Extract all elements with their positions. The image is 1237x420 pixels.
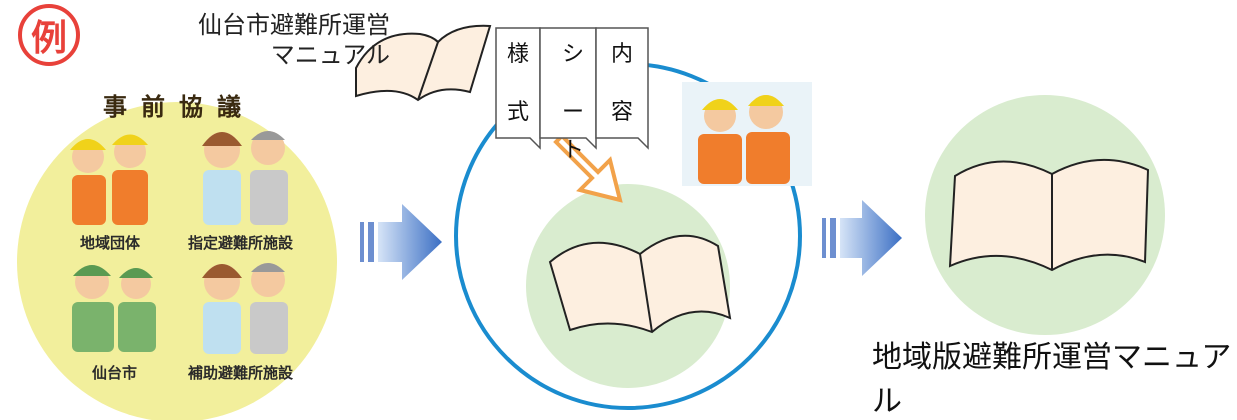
regional-manual-label: 地域版避難所運営マニュアル [872,340,1232,419]
sendai-manual-label: 仙台市避難所運営 マニュアル [120,10,390,70]
arrow-to-result [822,200,902,276]
group-label-designated-facility: 指定避難所施設 [188,234,294,252]
process-book-icon [548,234,732,334]
group-label-city: 仙台市 [92,364,138,382]
example-badge: 例 [18,4,80,66]
group-community-illustration [70,134,148,225]
group-label-auxiliary-facility: 補助避難所施設 [188,364,294,382]
sendai-manual-book-icon [355,24,492,102]
sheet-sheet: シ ート [561,42,584,163]
group-auxiliary-facility-illustration [202,263,288,354]
sheet-content: 内 容 [610,42,633,125]
arrow-to-process [360,204,442,280]
community-leaders-illustration [682,82,812,186]
group-city-illustration [72,265,156,352]
manual-line-2: マニュアル [270,41,390,69]
group-label-community: 地域団体 [80,234,141,252]
format-sheets [495,27,649,150]
result-book-icon [948,158,1150,272]
manual-line-1: 仙台市避難所運営 [198,11,390,39]
sheet-format: 様 式 [506,42,529,125]
discussion-title: 事前協議 [103,93,255,121]
group-designated-facility-illustration [202,131,288,225]
merge-down-arrow [553,133,623,203]
